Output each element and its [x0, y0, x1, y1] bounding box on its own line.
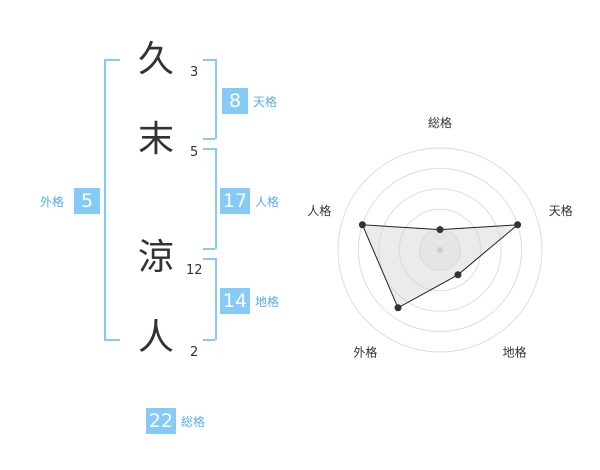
radar-area [361, 224, 520, 309]
name-char-1: 久 [137, 39, 174, 80]
soukaku-value: 22 [146, 408, 176, 434]
radar-axis-label-4: 人格 [307, 203, 331, 218]
radar-axis-label-0: 総格 [428, 115, 452, 130]
tenkaku-value: 8 [222, 88, 248, 114]
stroke-count-4: 2 [190, 345, 199, 360]
chikaku-value: 14 [220, 288, 250, 314]
radar-ring-4 [357, 167, 523, 333]
name-char-4: 人 [137, 317, 174, 358]
gaikaku-value: 5 [74, 188, 100, 214]
radar-ring-3 [378, 188, 502, 312]
radar-center-dot [437, 247, 443, 253]
jinkaku-label: 人格 [255, 195, 280, 209]
radar-axis-label-3: 外格 [353, 345, 377, 360]
name-char-2: 末 [137, 119, 174, 160]
radar-point-4 [358, 221, 366, 229]
radar-axis-label-2: 地格 [503, 345, 527, 360]
chikaku-label: 地格 [255, 295, 280, 309]
tenkaku-label: 天格 [253, 95, 278, 109]
stroke-count-3: 12 [186, 263, 203, 278]
radar-ring-5 [337, 147, 543, 353]
stroke-count-2: 5 [190, 145, 199, 160]
gaikaku-label: 外格 [40, 195, 65, 209]
soukaku-label: 総格 [181, 415, 206, 429]
jinkaku-value: 17 [220, 188, 250, 214]
stroke-count-1: 3 [190, 65, 199, 80]
radar-points [358, 221, 522, 312]
name-char-3: 涼 [137, 237, 174, 278]
radar-ring-2 [398, 208, 482, 292]
radar-point-3 [394, 304, 402, 312]
radar-axis-label-1: 天格 [549, 203, 573, 218]
radar-point-0 [436, 226, 444, 234]
radar-point-1 [514, 221, 522, 229]
radar-point-2 [454, 271, 462, 279]
